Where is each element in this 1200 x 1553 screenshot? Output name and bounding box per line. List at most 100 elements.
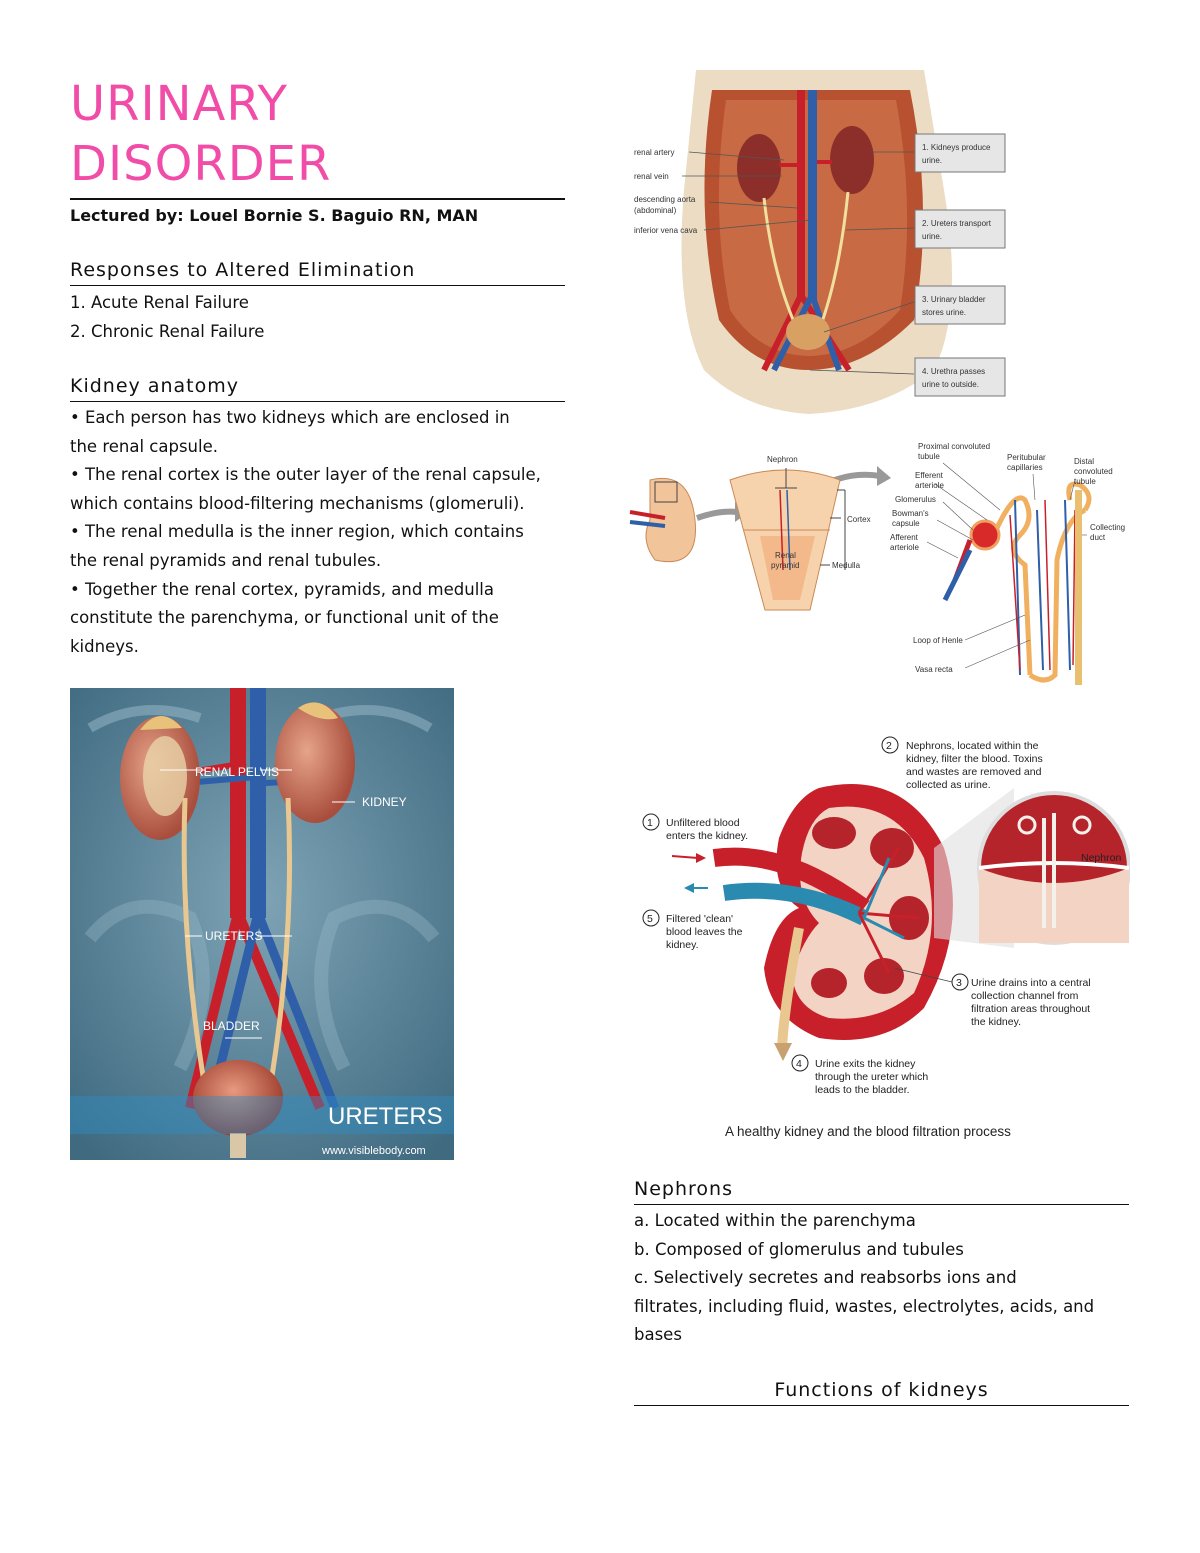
lecturer-line: Lectured by: Louel Bornie S. Baguio RN, … [70,206,479,225]
label-afferent: Afferent [890,533,919,542]
ureters-illustration: RENAL PELVIS KIDNEY URETERS BLADDER URET… [70,688,454,1160]
label-nephron: Nephron [767,455,798,464]
step4-line: through the ureter which [815,1071,928,1083]
nephrons-divider [634,1204,1129,1205]
nephron-svg: Nephron Cortex Renal pyramid Medulla Pro… [625,440,1135,688]
text-line: b. Composed of glomerulus and tubules [634,1239,964,1259]
callout-box-2: 2. Ureters transport urine. [914,209,1006,249]
text-line: • The renal medulla is the inner region,… [70,522,524,542]
label-pct: Proximal convoluted [918,442,990,451]
label-renal-pyramid: Renal [775,551,796,560]
abdomen-illustration: renal artery renal vein descending aorta… [634,70,1014,414]
text-line: the renal capsule. [70,436,218,456]
nephron-illustration: Nephron Cortex Renal pyramid Medulla Pro… [625,440,1135,688]
step5-line: kidney. [666,939,699,951]
text-line: the renal pyramids and renal tubules. [70,550,382,570]
text-line: constitute the parenchyma, or functional… [70,608,499,628]
svg-text:arteriole: arteriole [915,481,944,490]
svg-text:pyramid: pyramid [771,561,799,570]
step3-line: collection channel from [971,990,1079,1002]
list-item: 2. Chronic Renal Failure [70,321,265,341]
step5-line: Filtered 'clean' [666,913,733,925]
svg-text:tubule: tubule [918,452,940,461]
step-num-4: 4 [796,1058,802,1070]
label-cortex: Cortex [847,515,871,524]
label-descending-aorta: descending aorta [634,195,696,204]
step4-line: leads to the bladder. [815,1084,910,1096]
functions-divider [634,1405,1129,1406]
svg-text:arteriole: arteriole [890,543,919,552]
svg-text:2. Ureters transport: 2. Ureters transport [922,219,992,228]
svg-text:3. Urinary bladder: 3. Urinary bladder [922,295,986,304]
label-renal-vein: renal vein [634,172,669,181]
figure-caption: A healthy kidney and the blood filtratio… [725,1124,1011,1139]
label-inferior-vena-cava: inferior vena cava [634,226,698,235]
filtration-svg: Nephron 2 1 5 3 4 Nephrons, located with… [634,718,1130,1148]
title-divider [70,198,565,200]
list-item: 1. Acute Renal Failure [70,293,249,312]
text-line: • The renal cortex is the outer layer of… [70,465,541,485]
responses-heading: Responses to Altered Elimination [70,259,416,281]
step3-line: Urine drains into a central [971,977,1091,989]
step2-line: kidney, filter the blood. Toxins [906,753,1043,765]
svg-text:capsule: capsule [892,519,920,528]
zoom-nephron-label: Nephron [1081,852,1121,864]
step1-line: enters the kidney. [666,830,748,842]
responses-divider [70,285,565,286]
svg-text:urine.: urine. [922,156,942,165]
text-line: which contains blood-filtering mechanism… [70,493,525,513]
step2-line: and wastes are removed and [906,766,1042,778]
abdomen-svg: renal artery renal vein descending aorta… [634,70,1014,414]
svg-text:convoluted: convoluted [1074,467,1113,476]
label-glomerulus: Glomerulus [895,495,936,504]
nephrons-text: a. Located within the parenchyma b. Comp… [634,1207,1094,1350]
step5-line: blood leaves the [666,926,743,938]
text-line: c. Selectively secretes and reabsorbs io… [634,1268,1017,1288]
step-num-1: 1 [647,817,653,829]
step-num-2: 2 [886,740,892,752]
step-num-3: 3 [956,977,962,989]
label-bowman: Bowman's [892,509,929,518]
step3-line: the kidney. [971,1016,1021,1028]
label-dct: Distal [1074,457,1094,466]
label-collecting-duct: Collecting [1090,523,1125,532]
label-bladder: BLADDER [203,1019,260,1033]
functions-heading: Functions of kidneys [774,1379,989,1401]
text-line: bases [634,1325,682,1345]
svg-text:urine.: urine. [922,232,942,241]
svg-text:urine to outside.: urine to outside. [922,380,979,389]
callout-box-3: 3. Urinary bladder stores urine. [914,285,1006,325]
step-num-5: 5 [647,913,653,925]
label-medulla: Medulla [832,561,861,570]
banner-ureters: URETERS [328,1103,443,1130]
label-renal-artery: renal artery [634,148,674,157]
title-line-1: URINARY [70,76,288,132]
kidney-anatomy-text: • Each person has two kidneys which are … [70,404,541,661]
label-kidney: KIDNEY [362,795,407,809]
svg-text:duct: duct [1090,533,1106,542]
text-line: • Each person has two kidneys which are … [70,408,510,427]
step2-line: Nephrons, located within the [906,740,1039,752]
label-vasa-recta: Vasa recta [915,665,953,674]
label-ureters: URETERS [205,929,262,943]
title-line-2: DISORDER [70,136,332,192]
step2-line: collected as urine. [906,779,991,791]
label-loop-of-henle: Loop of Henle [913,636,963,645]
nephrons-heading: Nephrons [634,1178,733,1200]
svg-text:1. Kidneys produce: 1. Kidneys produce [922,143,991,152]
svg-text:capillaries: capillaries [1007,463,1043,472]
kidney-anatomy-heading: Kidney anatomy [70,375,239,397]
svg-text:stores urine.: stores urine. [922,308,966,317]
step4-line: Urine exits the kidney [815,1058,916,1070]
kidney-anatomy-divider [70,401,565,402]
label-efferent: Efferent [915,471,944,480]
figure-credit: www.visiblebody.com [321,1145,426,1157]
label-renal-pelvis: RENAL PELVIS [195,765,279,779]
page-title: URINARY DISORDER [70,74,331,194]
text-line: • Together the renal cortex, pyramids, a… [70,579,494,599]
step1-line: Unfiltered blood [666,817,740,829]
svg-text:4. Urethra passes: 4. Urethra passes [922,367,985,376]
svg-text:tubule: tubule [1074,477,1096,486]
label-abdominal: (abdominal) [634,206,677,215]
filtration-illustration: Nephron 2 1 5 3 4 Nephrons, located with… [634,718,1130,1148]
